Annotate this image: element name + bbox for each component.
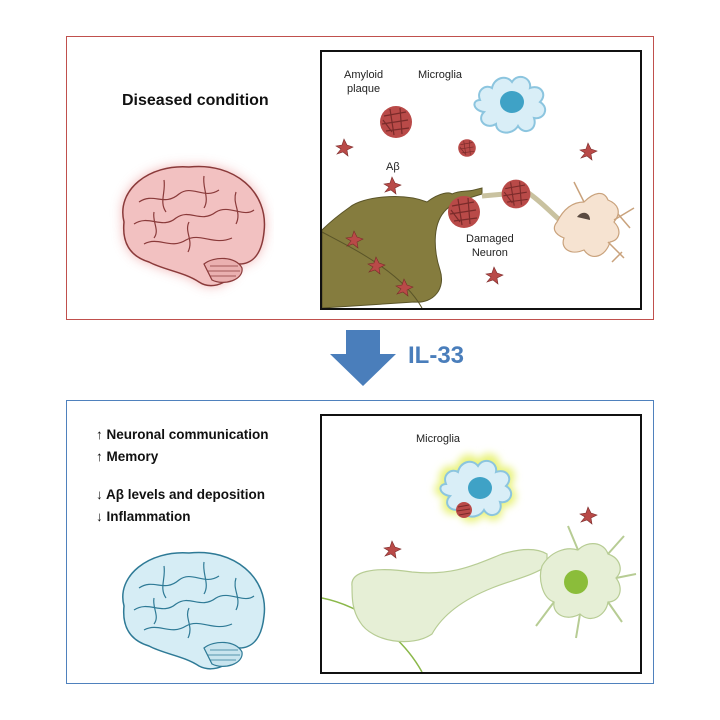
amyloid-label-line2: plaque xyxy=(347,83,381,95)
amyloid-label-line1: Amyloid xyxy=(344,69,384,81)
abeta-label: Aβ xyxy=(386,161,400,173)
healthy-brain-icon xyxy=(122,551,266,670)
treated-panel xyxy=(66,400,654,684)
damaged-label-line2: Neuron xyxy=(471,247,508,259)
treated-scene xyxy=(320,414,642,674)
diseased-panel xyxy=(66,36,654,320)
microglia-label-bottom: Microglia xyxy=(416,433,461,445)
effect-item: ↑ Memory xyxy=(96,449,159,464)
effect-item: ↑ Neuronal communication xyxy=(96,427,269,442)
treated-scene-drawing xyxy=(322,453,637,672)
effects-list: ↑ Neuronal communication ↑ Memory ↓ Aβ l… xyxy=(96,424,269,528)
diseased-scene xyxy=(320,50,642,310)
damaged-neuron-label: Damaged Neuron xyxy=(466,232,514,260)
il33-label: IL-33 xyxy=(408,342,465,369)
diseased-scene-drawing xyxy=(322,75,635,308)
effect-item: ↓ Inflammation xyxy=(96,509,191,524)
down-arrow-icon xyxy=(330,330,396,386)
damaged-label-line1: Damaged xyxy=(466,233,514,245)
microglia-label: Microglia xyxy=(418,69,463,81)
diseased-brain-icon xyxy=(122,165,266,287)
effect-item: ↓ Aβ levels and deposition xyxy=(96,487,266,502)
panel-title: Diseased condition xyxy=(122,92,269,109)
amyloid-plaque-label: Amyloid plaque xyxy=(344,68,383,96)
